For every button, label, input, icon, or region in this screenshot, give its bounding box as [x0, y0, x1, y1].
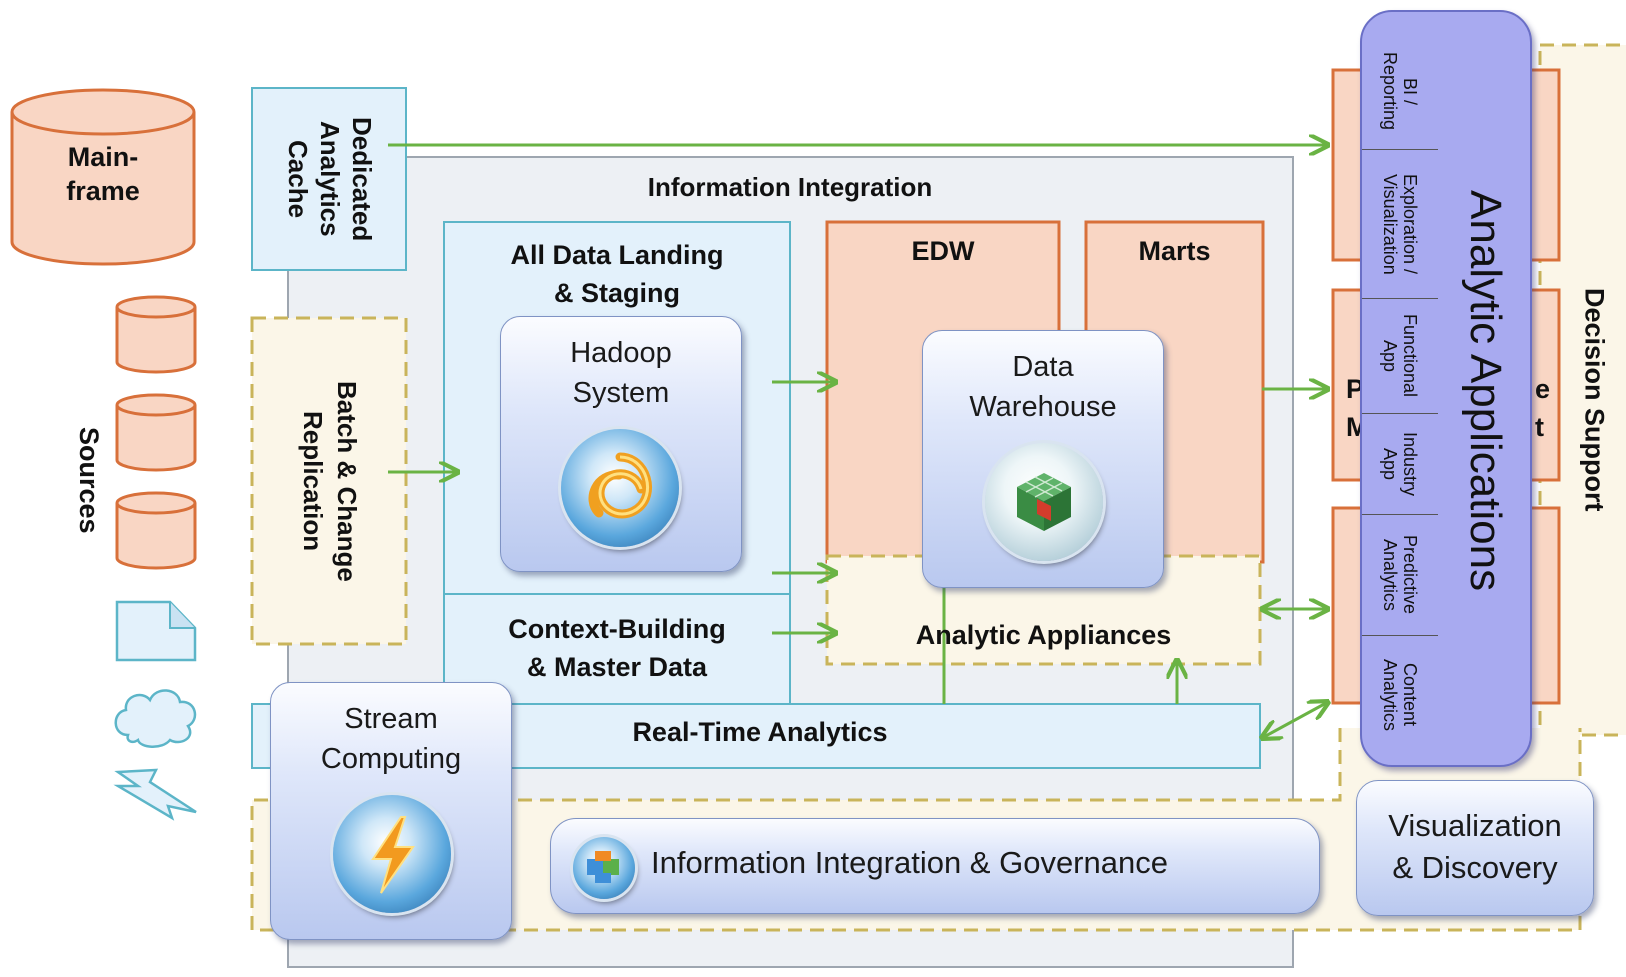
app-item-exploration[interactable]: Exploration / Visualization [1362, 150, 1438, 299]
mainframe-cylinder [10, 88, 196, 266]
replication-label: Batch & Change Replication [298, 380, 362, 582]
cache-label: Dedicated Analytics Cache [283, 116, 377, 242]
source-cylinder-3 [115, 491, 197, 570]
analytic-applications-title: Analytic Applications [1461, 189, 1510, 592]
warehouse-orb-icon [985, 443, 1103, 561]
trefoil-icon [588, 452, 652, 519]
marts-label: Marts [1138, 236, 1211, 266]
sources-label: Sources [74, 426, 104, 534]
sensor-icon [113, 768, 197, 821]
app-item-industry[interactable]: Industry App [1362, 414, 1438, 515]
app-item-bi-reporting[interactable]: BI / Reporting [1362, 34, 1438, 150]
source-cylinder-1 [115, 295, 197, 374]
hadoop-orb-icon [561, 429, 679, 547]
obscured-text-left: P M [1346, 374, 1360, 442]
realtime-label: Real-Time Analytics [632, 717, 888, 747]
document-fold [169, 602, 195, 629]
cloud-icon [114, 689, 197, 748]
app-item-predictive[interactable]: Predictive Analytics [1362, 515, 1438, 636]
governance-orb-icon [573, 837, 635, 899]
stream-computing-card: Stream Computing [270, 682, 512, 940]
landing-label: All Data Landing & Staging [510, 240, 724, 308]
stream-orb-icon [333, 795, 451, 913]
context-label: Context-Building & Master Data [508, 614, 726, 682]
cube-icon [1017, 473, 1071, 531]
visualization-label: Visualization & Discovery [1388, 808, 1562, 885]
arrow-realtime-decision [1262, 702, 1328, 738]
governance-pill: Information Integration & Governance [550, 818, 1320, 914]
flow-arrows [388, 145, 1328, 738]
decision-support-label: Decision Support [1579, 288, 1610, 512]
analytic-applications-panel: BI / Reporting Exploration / Visualizati… [1360, 10, 1532, 767]
visualization-discovery-card: Visualization & Discovery [1356, 780, 1594, 916]
analytic-app-list: BI / Reporting Exploration / Visualizati… [1362, 12, 1438, 769]
source-cylinder-2 [115, 393, 197, 472]
lightning-icon [371, 816, 415, 894]
replication-box [250, 316, 408, 646]
information-integration-title: Information Integration [647, 172, 933, 202]
edw-label: EDW [911, 236, 975, 266]
app-item-content[interactable]: Content Analytics [1380, 658, 1420, 732]
mainframe-label: Main- frame [66, 142, 140, 206]
app-item-functional[interactable]: Functional App [1362, 299, 1438, 414]
stream-label: Stream Computing [320, 703, 462, 775]
governance-label: Information Integration & Governance [651, 845, 1168, 880]
puzzle-icon [587, 851, 619, 883]
hadoop-system-card: Hadoop System [500, 316, 742, 572]
data-warehouse-label: Data Warehouse [969, 351, 1117, 423]
appliances-label: Analytic Appliances [915, 620, 1172, 650]
cache-box [251, 87, 407, 271]
hadoop-label: Hadoop System [570, 337, 672, 409]
document-icon [115, 600, 197, 662]
context-building-box [443, 593, 791, 705]
obscured-text-right: e t [1535, 374, 1551, 442]
data-warehouse-card: Data Warehouse [922, 330, 1164, 588]
